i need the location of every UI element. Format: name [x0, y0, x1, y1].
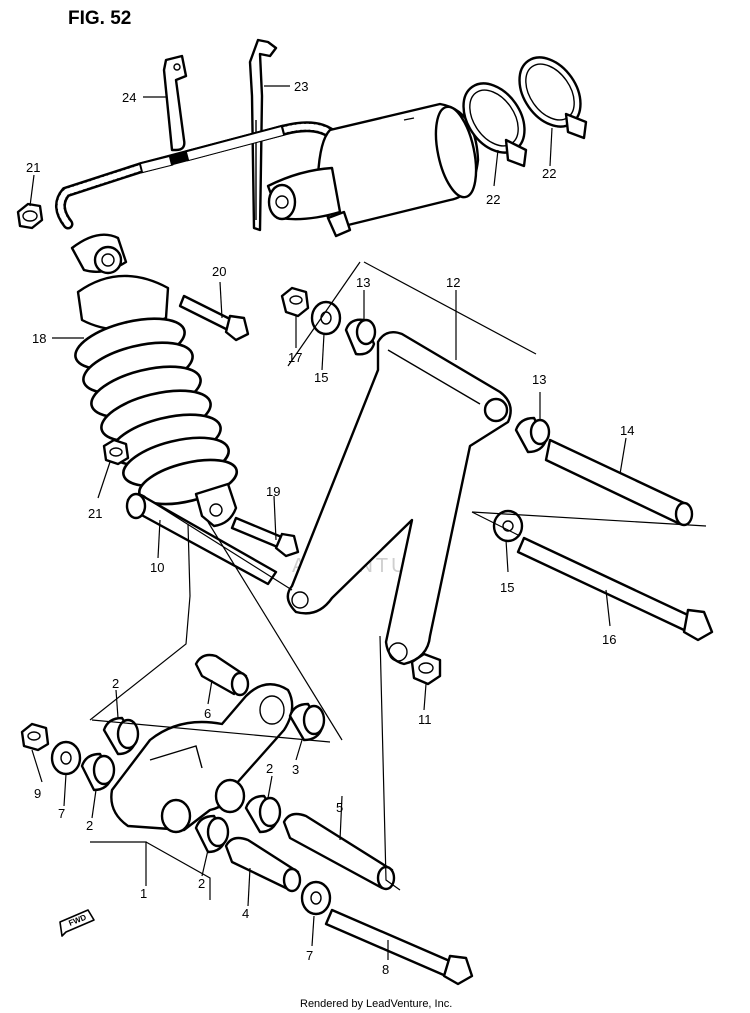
part-19-bolt [230, 516, 300, 558]
callout-2: 2 [112, 676, 119, 691]
footer-credit: Rendered by LeadVenture, Inc. [300, 998, 452, 1010]
callout-20: 20 [212, 264, 226, 279]
part-2-bearing-c [244, 794, 282, 834]
part-22-hose-clamp-left [462, 82, 528, 168]
part-15-washer-upper [310, 300, 342, 336]
part-3-bearing [288, 702, 326, 742]
part-2-bearing-d [194, 814, 230, 854]
callout-12: 12 [446, 275, 460, 290]
callout-24: 24 [122, 90, 136, 105]
callout-23: 23 [294, 79, 308, 94]
callout-8: 8 [382, 962, 389, 977]
part-7-washer-lower [300, 880, 332, 916]
callout-9: 9 [34, 786, 41, 801]
part-9-nut [20, 722, 50, 752]
part-13-bearing-lower [514, 416, 551, 454]
shock-reservoir [266, 102, 480, 238]
callout-15: 15 [314, 370, 328, 385]
callout-5: 5 [336, 800, 343, 815]
part-2-bearing-a [102, 716, 140, 756]
part-1-cushion-lever [110, 683, 294, 834]
callout-2: 2 [266, 761, 273, 776]
part-11-nut [410, 652, 442, 686]
callout-2: 2 [86, 818, 93, 833]
callout-7: 7 [306, 948, 313, 963]
part-21-nut-top [16, 202, 44, 230]
callout-10: 10 [150, 560, 164, 575]
callout-2: 2 [198, 876, 205, 891]
figure-title: FIG. 52 [68, 8, 131, 29]
part-4-spacer [224, 836, 302, 893]
callout-22: 22 [486, 192, 500, 207]
callout-1: 1 [140, 886, 147, 901]
leader-lines [29, 85, 707, 960]
callout-13: 13 [532, 372, 546, 387]
part-8-bolt [324, 908, 474, 986]
callout-6: 6 [204, 706, 211, 721]
part-21-nut-lower [102, 438, 130, 466]
callout-11: 11 [418, 712, 432, 727]
callout-22: 22 [542, 166, 556, 181]
callout-21: 21 [26, 160, 40, 175]
part-22-hose-clamp-right [518, 56, 588, 140]
part-17-nut [280, 286, 310, 318]
callout-3: 3 [292, 762, 299, 777]
callout-4: 4 [242, 906, 249, 921]
part-16-bolt [516, 536, 714, 642]
part-12-cushion-rod [286, 331, 512, 666]
part-2-bearing-b [80, 752, 116, 792]
part-24-clip [162, 54, 188, 152]
callout-7: 7 [58, 806, 65, 821]
part-13-bearing-upper [344, 318, 377, 356]
part-10-bolt [125, 492, 278, 586]
callout-labels: 24 23 21 22 22 20 18 13 12 17 15 13 14 2… [26, 79, 634, 977]
part-20-bolt [178, 294, 250, 342]
callout-21: 21 [88, 506, 102, 521]
callout-17: 17 [288, 350, 302, 365]
spring-coils [74, 317, 239, 506]
callout-18: 18 [32, 331, 46, 346]
callout-13: 13 [356, 275, 370, 290]
callout-19: 19 [266, 484, 280, 499]
callout-14: 14 [620, 423, 634, 438]
fwd-arrow-icon: FWD [59, 909, 95, 937]
callout-16: 16 [602, 632, 616, 647]
part-6-collar [194, 653, 250, 697]
part-18-rear-shock-absorber [70, 233, 239, 528]
part-14-spacer [544, 438, 694, 527]
callout-15: 15 [500, 580, 514, 595]
part-15-washer-lower [492, 509, 524, 543]
part-7-washer-upper [50, 740, 82, 776]
